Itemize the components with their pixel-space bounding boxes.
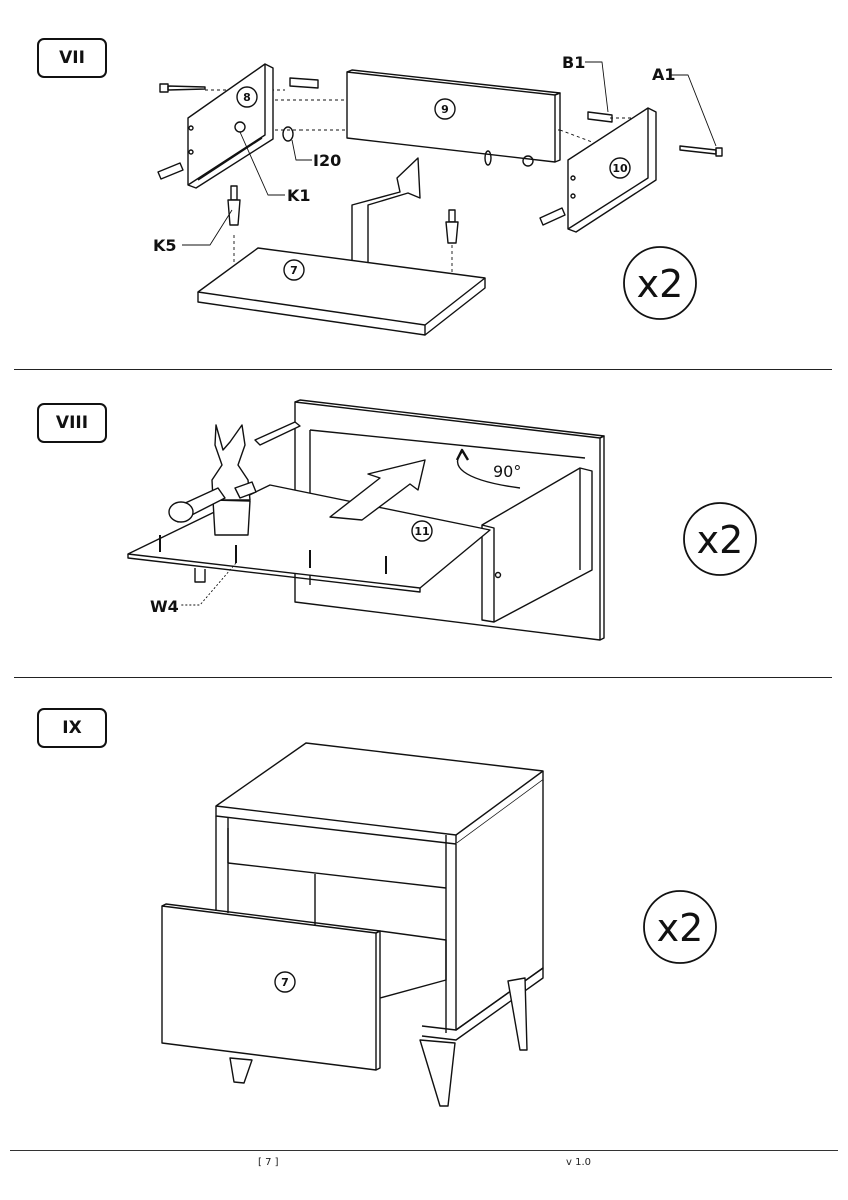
multiplier-text: x2 xyxy=(637,262,684,306)
nail-w4-icon xyxy=(159,535,387,574)
part-circle-7 xyxy=(274,971,296,993)
multiplier-circle xyxy=(643,890,717,964)
arrow-push-icon xyxy=(329,459,426,521)
leader-lines xyxy=(182,61,717,246)
step-ix-diagram: 7 x2 xyxy=(161,742,717,1107)
step-viii-diagram: 11 90° W4 x2 xyxy=(127,399,757,641)
arrow-up-icon xyxy=(351,157,421,289)
left-rail xyxy=(254,421,301,446)
label-w4: W4 xyxy=(150,597,179,616)
inner-rail xyxy=(309,429,586,459)
label-a1: A1 xyxy=(652,65,676,84)
part-circle-10 xyxy=(609,157,631,179)
screw-a1-icon xyxy=(679,145,723,157)
dowel-icon xyxy=(539,207,566,226)
label-k5: K5 xyxy=(153,236,177,255)
cam-lock-icon xyxy=(522,155,534,167)
part-label-11: 11 xyxy=(414,525,429,538)
step-vii-diagram: 8 9 10 7 B1 A1 I20 K1 K5 x2 xyxy=(153,53,723,336)
cam-bolt-icon xyxy=(282,126,294,142)
section-divider xyxy=(14,677,832,678)
connector-k5-icon xyxy=(227,185,241,226)
hammer-icon xyxy=(168,424,257,536)
part-label-10: 10 xyxy=(612,162,628,175)
part-circle-7 xyxy=(283,259,305,281)
part-circle-8 xyxy=(236,86,258,108)
arrow-head-icon xyxy=(455,448,470,461)
dowel-icon xyxy=(289,77,319,89)
step-badge-ix: IX xyxy=(37,708,107,748)
washer-icon xyxy=(484,150,492,166)
step-badge-viii: VIII xyxy=(37,403,107,443)
part-label-7: 7 xyxy=(290,264,298,277)
right-side-panel xyxy=(481,467,593,623)
label-i20: I20 xyxy=(313,151,341,170)
leg-icon xyxy=(507,977,528,1051)
cabinet-left-post xyxy=(215,816,229,913)
angle-label: 90° xyxy=(493,462,521,481)
multiplier-text: x2 xyxy=(657,906,704,950)
screw-left-icon xyxy=(159,83,206,93)
bottom-panel-7 xyxy=(197,247,486,336)
page-number: [ 7 ] xyxy=(258,1157,279,1168)
leg-icon xyxy=(229,1057,253,1084)
version-label: v 1.0 xyxy=(566,1157,591,1168)
multiplier-circle xyxy=(623,246,697,320)
drawer-front xyxy=(161,903,381,1071)
side-panel-10 xyxy=(567,107,657,233)
dowel-b1-icon xyxy=(587,111,613,123)
leader-line xyxy=(180,562,237,606)
part-label-9: 9 xyxy=(441,103,449,116)
base-rail xyxy=(421,967,544,1041)
center-panel-9 xyxy=(346,69,561,163)
part-circle-9 xyxy=(434,98,456,120)
leg-stub xyxy=(194,568,206,583)
leg-icon xyxy=(419,1039,456,1107)
section-divider xyxy=(14,369,832,370)
step-number: VII xyxy=(59,48,85,68)
dowel-icon xyxy=(157,162,184,180)
step-number: IX xyxy=(62,718,82,738)
multiplier-circle xyxy=(683,502,757,576)
label-b1: B1 xyxy=(562,53,585,72)
label-k1: K1 xyxy=(287,186,311,205)
connector-k5-icon xyxy=(445,209,459,244)
step-badge-vii: VII xyxy=(37,38,107,78)
drawer-box xyxy=(379,930,447,999)
part-label-8: 8 xyxy=(243,91,251,104)
footer-divider xyxy=(10,1150,838,1151)
part-circle-11 xyxy=(411,520,433,542)
step-number: VIII xyxy=(55,413,89,433)
side-panel-8 xyxy=(187,63,274,189)
multiplier-text: x2 xyxy=(697,518,744,562)
part-label-7: 7 xyxy=(281,976,289,989)
cabinet-shelf xyxy=(227,862,447,889)
